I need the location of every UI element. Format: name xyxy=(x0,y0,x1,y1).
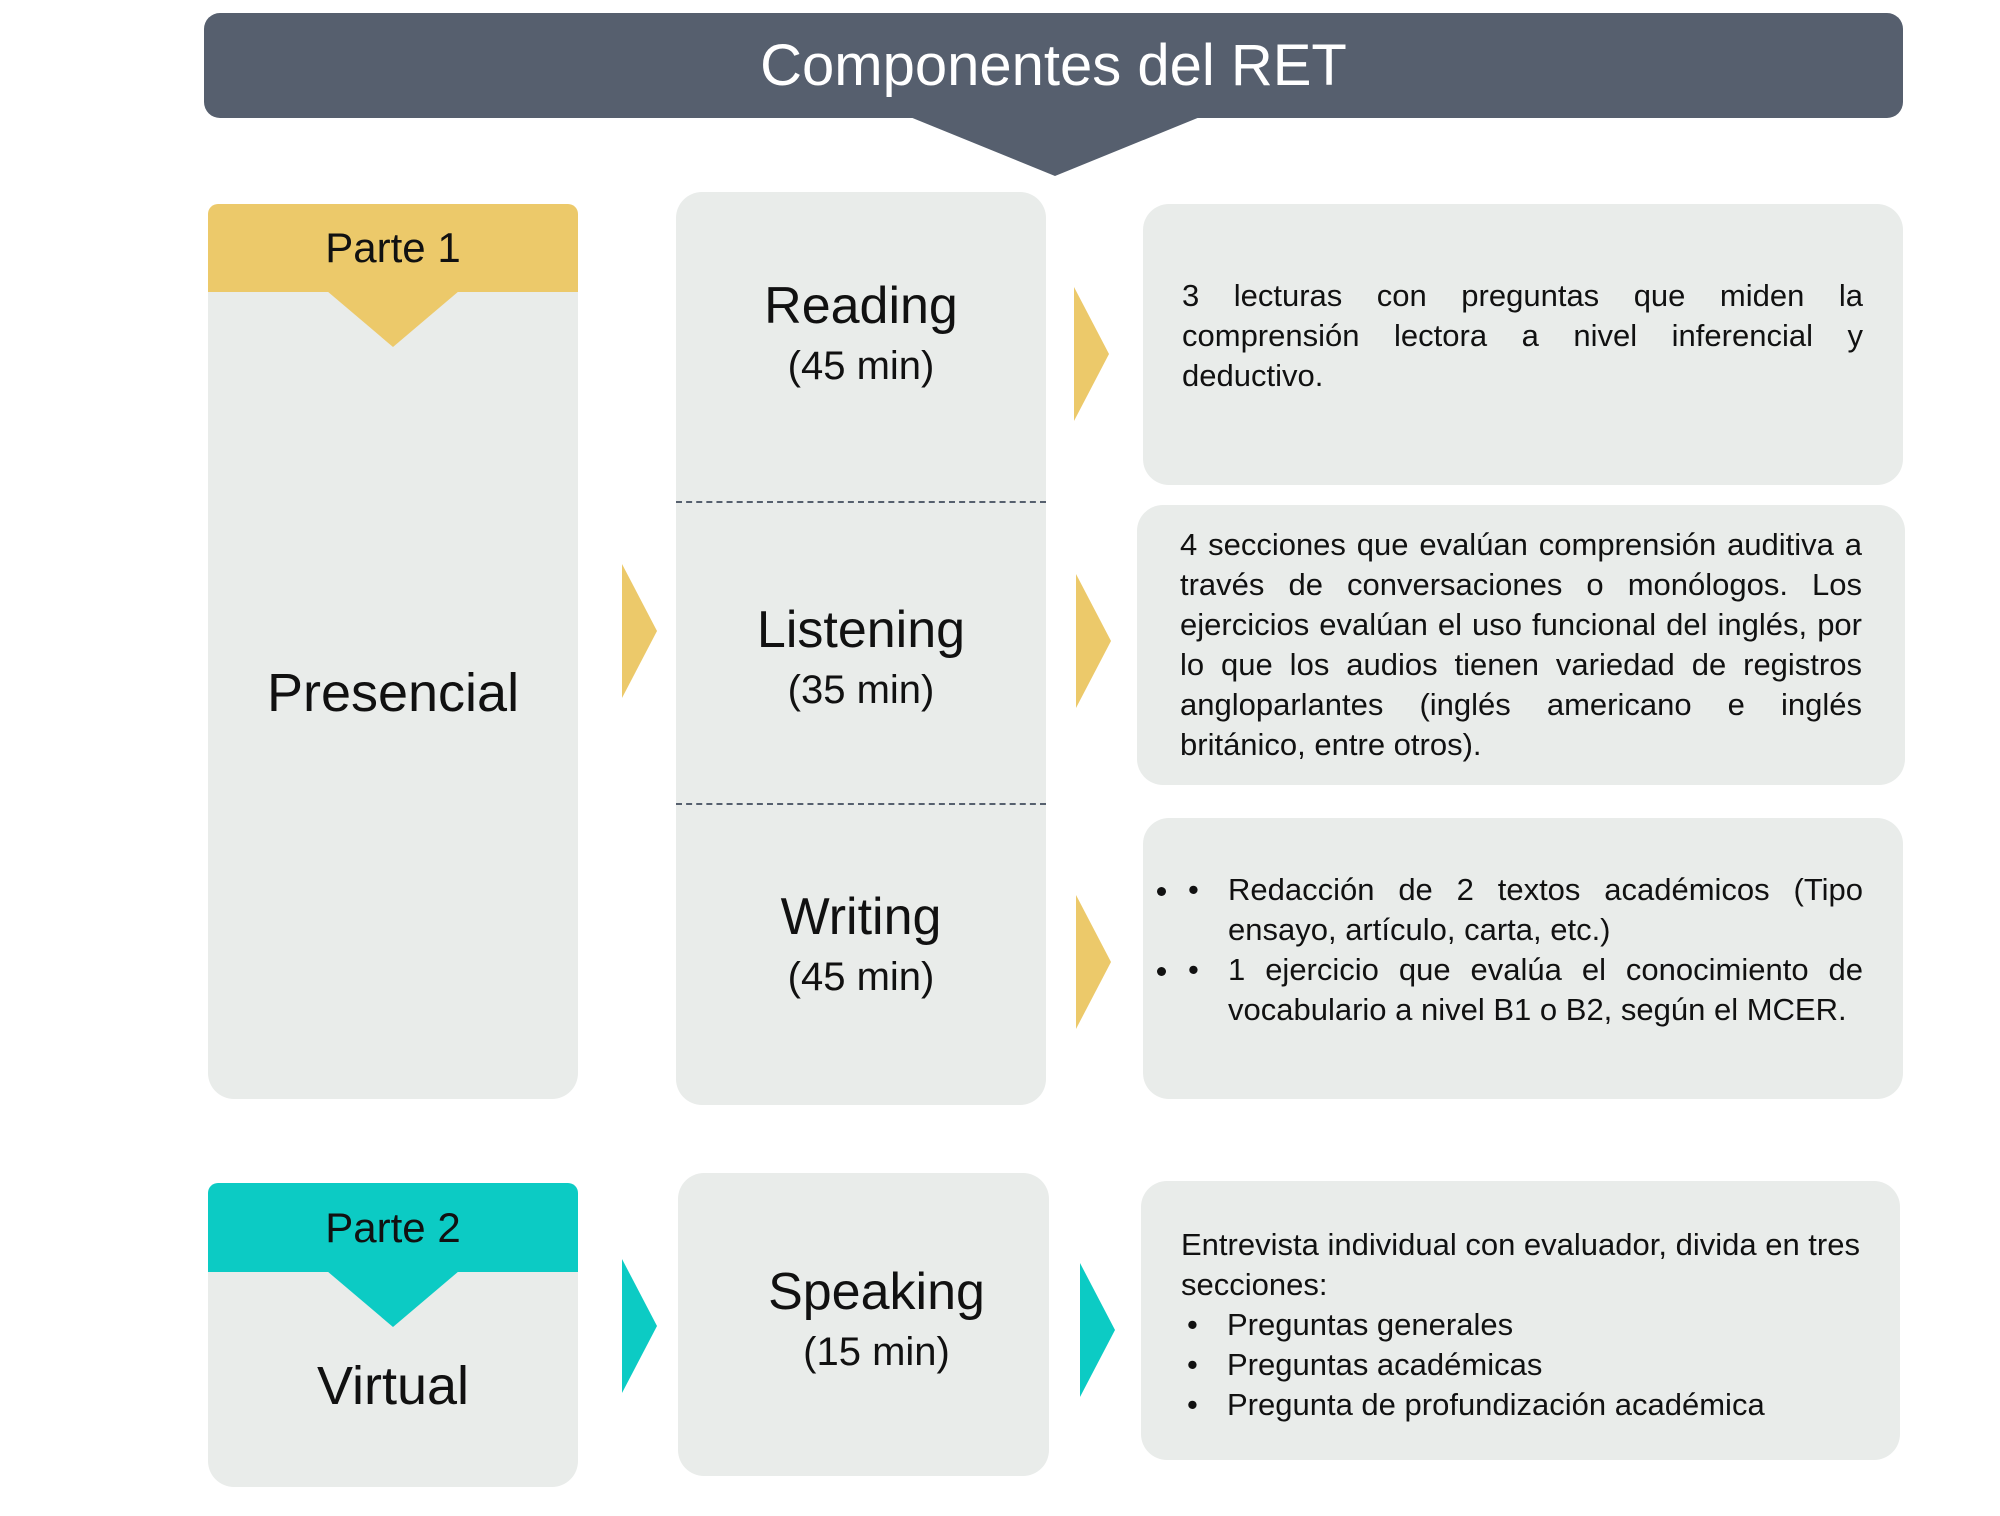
section-duration: (15 min) xyxy=(803,1330,950,1374)
arrow-icon xyxy=(1076,895,1111,1029)
writing-bullets: Redacción de 2 textos académicos (Tipo e… xyxy=(1182,870,1863,1030)
part1-arrow-icon xyxy=(622,564,657,698)
speaking-description-box: Entrevista individual con evaluador, div… xyxy=(1141,1181,1900,1460)
listening-description: 4 secciones que evalúan comprensión audi… xyxy=(1180,527,1862,762)
section-duration: (35 min) xyxy=(787,668,935,712)
section-reading: Reading (45 min) xyxy=(676,276,1046,389)
speaking-intro: Entrevista individual con evaluador, div… xyxy=(1181,1227,1860,1302)
speaking-box: Speaking (15 min) xyxy=(678,1173,1049,1476)
bullet-item: Redacción de 2 textos académicos (Tipo e… xyxy=(1182,870,1863,950)
part2-band: Parte 2 xyxy=(208,1183,578,1272)
section-name: Reading xyxy=(764,277,958,335)
arrow-icon xyxy=(1076,574,1111,708)
part2-arrow-icon xyxy=(622,1259,657,1393)
speaking-description: Entrevista individual con evaluador, div… xyxy=(1181,1225,1860,1425)
reading-description-box: 3 lecturas con preguntas que miden la co… xyxy=(1143,204,1903,485)
title-banner: Componentes del RET xyxy=(204,13,1903,118)
part2-pointer xyxy=(327,1271,459,1327)
part1-mode: Presencial xyxy=(266,663,520,723)
speaking-bullets: Preguntas generales Preguntas académicas… xyxy=(1181,1305,1860,1425)
divider xyxy=(676,803,1046,805)
section-duration: (45 min) xyxy=(787,344,935,388)
section-name: Writing xyxy=(780,888,942,946)
reading-description: 3 lecturas con preguntas que miden la co… xyxy=(1182,278,1863,393)
section-name: Listening xyxy=(756,601,966,659)
bullet-item: Preguntas académicas xyxy=(1181,1345,1860,1385)
section-name: Speaking xyxy=(768,1263,985,1321)
bullet-item: Preguntas generales xyxy=(1181,1305,1860,1345)
part1-sections-column xyxy=(676,192,1046,1105)
part1-column xyxy=(208,204,578,1099)
section-listening: Listening (35 min) xyxy=(676,600,1046,713)
part2-label: Parte 2 xyxy=(325,1203,461,1251)
part1-band: Parte 1 xyxy=(208,204,578,292)
section-writing: Writing (45 min) xyxy=(676,887,1046,1000)
title: Componentes del RET xyxy=(760,33,1347,98)
section-duration: (45 min) xyxy=(787,955,935,999)
listening-description-box: 4 secciones que evalúan comprensión audi… xyxy=(1137,505,1905,785)
title-pointer xyxy=(910,117,1200,176)
writing-description-box: Redacción de 2 textos académicos (Tipo e… xyxy=(1143,818,1903,1099)
arrow-icon xyxy=(1074,287,1109,421)
part2-mode: Virtual xyxy=(316,1356,470,1416)
part1-pointer xyxy=(327,291,459,347)
part1-label: Parte 1 xyxy=(325,224,461,271)
bullet-item: Pregunta de profundización académica xyxy=(1181,1385,1860,1425)
arrow-icon xyxy=(1080,1263,1115,1397)
divider xyxy=(676,501,1046,503)
bullet-item: 1 ejercicio que evalúa el conocimiento d… xyxy=(1182,950,1863,1030)
